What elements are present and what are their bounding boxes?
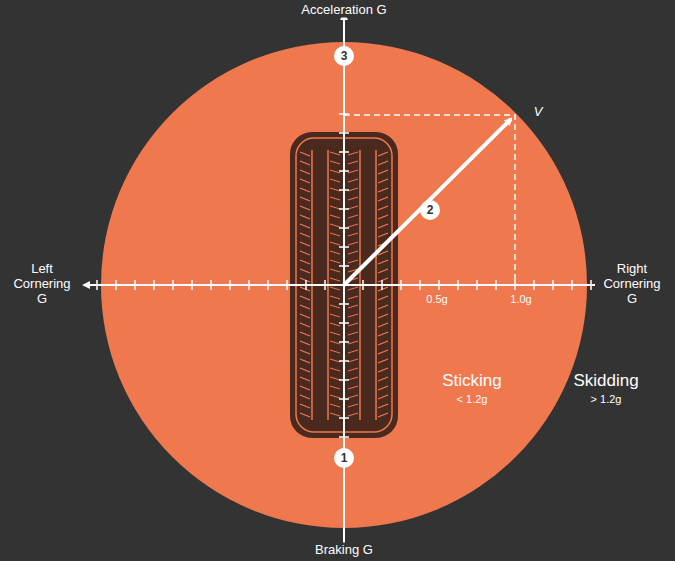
callout-circle: 1 [334, 448, 354, 468]
zone-label: Sticking [442, 371, 502, 391]
zone-threshold: > 1.2g [591, 393, 622, 406]
component-dashes [344, 115, 515, 285]
axis-label: Acceleration G [299, 3, 388, 18]
callout-number: 1 [341, 451, 348, 465]
axis-label: Right Cornering G [595, 262, 669, 307]
vector-label: V [534, 105, 543, 120]
callout-circle: 3 [334, 46, 354, 66]
callout-number: 2 [427, 203, 434, 217]
braking-axis [343, 300, 345, 553]
callout-number: 3 [341, 49, 348, 63]
callout-circle: 2 [420, 200, 440, 220]
left-axis [84, 284, 344, 286]
resultant-vector [344, 119, 511, 285]
zone-label: Skidding [573, 371, 638, 391]
axis-label: Left Cornering G [5, 262, 79, 307]
scale-label: 0.5g [426, 293, 447, 306]
axis-ticks [97, 114, 591, 456]
scale-label: 1.0g [510, 293, 531, 306]
axis-label: Braking G [313, 543, 375, 558]
zone-threshold: < 1.2g [457, 393, 488, 406]
